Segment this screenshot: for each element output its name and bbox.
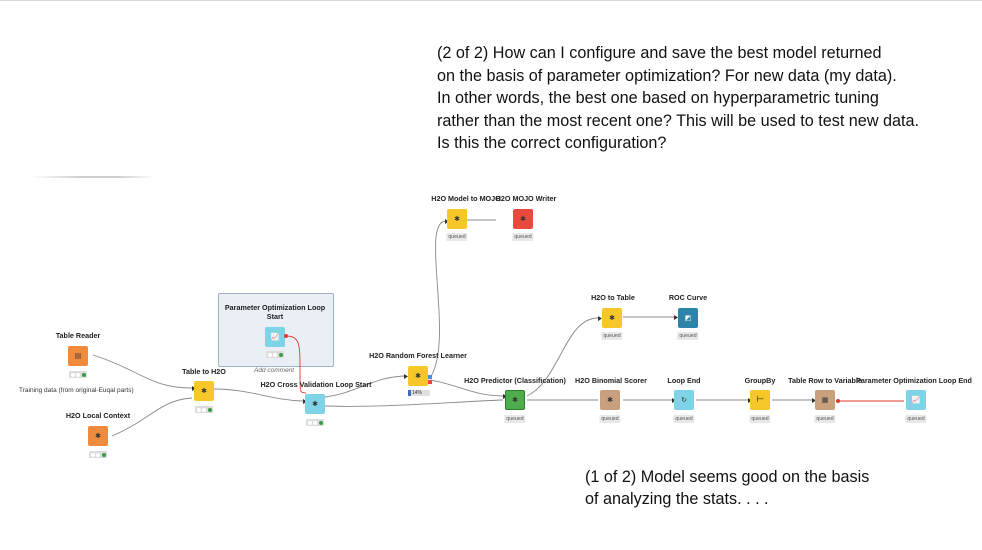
h2o-to-table-status: queued bbox=[601, 332, 623, 340]
h2o-rf-learner-label: H2O Random Forest Learner bbox=[369, 351, 467, 360]
h2o-to-table-label: H2O to Table bbox=[591, 293, 635, 302]
loop-icon: ↻ bbox=[681, 395, 687, 404]
h2o-model-to-mojo-label: H2O Model to MOJO bbox=[431, 194, 501, 203]
h2o-icon: ✱ bbox=[201, 386, 207, 395]
h2o-icon: ✱ bbox=[454, 214, 460, 223]
wire-cv-start-to-rf-learner bbox=[324, 375, 405, 398]
h2o-mojo-writer-node[interactable]: ✱ bbox=[513, 209, 533, 229]
question-line: Is this the correct configuration? bbox=[437, 134, 667, 152]
h2o-icon: ✱ bbox=[312, 399, 318, 408]
question-line: (2 of 2) How can I configure and save th… bbox=[437, 44, 882, 62]
h2o-icon: ✱ bbox=[520, 214, 526, 223]
table-row-to-variable-node[interactable]: ▦ bbox=[815, 390, 835, 410]
param-opt-loop-end-label: Parameter Optimization Loop End bbox=[856, 376, 972, 385]
param-opt-loop-start-status bbox=[266, 351, 284, 358]
model-output-port[interactable] bbox=[428, 375, 432, 379]
table-reader-annotation: Training data (from original-Euqal parts… bbox=[19, 387, 134, 394]
table-reader-icon: ▤ bbox=[74, 351, 82, 360]
flow-variable-port[interactable] bbox=[836, 399, 840, 403]
question-text: (2 of 2) How can I configure and save th… bbox=[437, 42, 977, 155]
chart-icon: 📈 bbox=[270, 332, 280, 341]
roc-curve-label: ROC Curve bbox=[668, 293, 708, 302]
table-to-h2o-node[interactable]: ✱ bbox=[194, 381, 214, 401]
table-reader-node[interactable]: ▤ bbox=[68, 346, 88, 366]
param-opt-loop-end-status: queued bbox=[905, 415, 927, 423]
table-to-h2o-status bbox=[195, 406, 213, 413]
wire-reader-to-table-to-h2o bbox=[92, 354, 193, 389]
progress-text: 14% bbox=[412, 390, 423, 396]
roc-curve-node[interactable]: ◩ bbox=[678, 308, 698, 328]
h2o-binomial-scorer-label: H2O Binomial Scorer bbox=[575, 376, 647, 385]
roc-chart-icon: ◩ bbox=[684, 313, 692, 322]
h2o-cv-loop-start-node[interactable]: ✱ bbox=[305, 394, 325, 414]
groupby-node[interactable]: ⊢ bbox=[750, 390, 770, 410]
answer-text: (1 of 2) Model seems good on the basis o… bbox=[585, 466, 965, 510]
table-reader-label: Table Reader bbox=[55, 331, 101, 340]
param-opt-loop-start-node[interactable]: 📈 bbox=[265, 327, 285, 347]
wire-table-to-h2o-to-cv-start bbox=[213, 388, 304, 402]
h2o-local-context-status bbox=[89, 451, 107, 458]
table-row-to-variable-status: queued bbox=[814, 415, 836, 423]
loop-end-status: queued bbox=[673, 415, 695, 423]
h2o-model-to-mojo-node[interactable]: ✱ bbox=[447, 209, 467, 229]
progress-fill bbox=[408, 390, 412, 396]
model-output-port[interactable] bbox=[428, 380, 432, 384]
wire-context-to-table-to-h2o bbox=[111, 397, 193, 437]
h2o-to-table-node[interactable]: ✱ bbox=[602, 308, 622, 328]
wire-rf-learner-to-mojo bbox=[429, 220, 446, 379]
loop-end-node[interactable]: ↻ bbox=[674, 390, 694, 410]
wire-cv-start-to-predictor bbox=[324, 399, 504, 407]
flow-variable-port[interactable] bbox=[284, 334, 288, 338]
h2o-icon: ✱ bbox=[95, 431, 101, 440]
faded-divider bbox=[30, 176, 156, 178]
h2o-icon: ✱ bbox=[607, 395, 613, 404]
h2o-icon: ✱ bbox=[512, 395, 518, 404]
param-opt-loop-end-node[interactable]: 📈 bbox=[906, 390, 926, 410]
question-line: on the basis of parameter optimization? … bbox=[437, 66, 897, 85]
h2o-icon: ✱ bbox=[609, 313, 615, 322]
loop-end-label: Loop End bbox=[667, 376, 701, 385]
question-line: In other words, the best one based on hy… bbox=[437, 89, 879, 107]
h2o-model-to-mojo-status: queued bbox=[446, 233, 468, 241]
top-divider bbox=[0, 0, 982, 1]
h2o-rf-learner-progress: 14% bbox=[408, 390, 430, 396]
h2o-rf-learner-node[interactable]: ✱ bbox=[408, 366, 428, 386]
roc-curve-status: queued bbox=[677, 332, 699, 340]
h2o-cv-loop-start-status bbox=[306, 419, 324, 426]
answer-line: (1 of 2) Model seems good on the basis bbox=[585, 468, 870, 486]
h2o-mojo-writer-label: H2O MOJO Writer bbox=[495, 194, 557, 203]
chart-icon: 📈 bbox=[911, 395, 921, 404]
h2o-predictor-label: H2O Predictor (Classification) bbox=[464, 376, 566, 385]
param-opt-loop-start-label-2: Start bbox=[266, 312, 284, 321]
groupby-status: queued bbox=[749, 415, 771, 423]
h2o-binomial-scorer-node[interactable]: ✱ bbox=[600, 390, 620, 410]
answer-line: of analyzing the stats. . . . bbox=[585, 490, 769, 508]
h2o-cv-loop-start-label: H2O Cross Validation Loop Start bbox=[260, 380, 372, 389]
h2o-icon: ✱ bbox=[415, 371, 421, 380]
h2o-mojo-writer-status: queued bbox=[512, 233, 534, 241]
h2o-local-context-node[interactable]: ✱ bbox=[88, 426, 108, 446]
h2o-local-context-label: H2O Local Context bbox=[65, 411, 131, 420]
wire-predictor-to-h2o-to-table bbox=[526, 317, 599, 397]
table-to-h2o-label: Table to H2O bbox=[182, 367, 226, 376]
table-reader-status bbox=[69, 371, 87, 378]
h2o-predictor-status: queued bbox=[504, 415, 526, 423]
groupby-label: GroupBy bbox=[744, 376, 776, 385]
add-comment-link[interactable]: Add comment bbox=[254, 367, 295, 374]
wire-rf-learner-to-predictor bbox=[429, 379, 504, 397]
h2o-binomial-scorer-status: queued bbox=[599, 415, 621, 423]
flow-variable-loop-start-to-cv bbox=[285, 335, 307, 394]
question-line: rather than the most recent one? This wi… bbox=[437, 111, 920, 130]
table-variable-icon: ▦ bbox=[821, 395, 829, 404]
param-opt-loop-start-label-1: Parameter Optimization Loop bbox=[224, 303, 326, 312]
table-row-to-variable-label: Table Row to Variable bbox=[788, 376, 862, 385]
h2o-predictor-node[interactable]: ✱ bbox=[505, 390, 525, 410]
groupby-icon: ⊢ bbox=[756, 394, 764, 405]
